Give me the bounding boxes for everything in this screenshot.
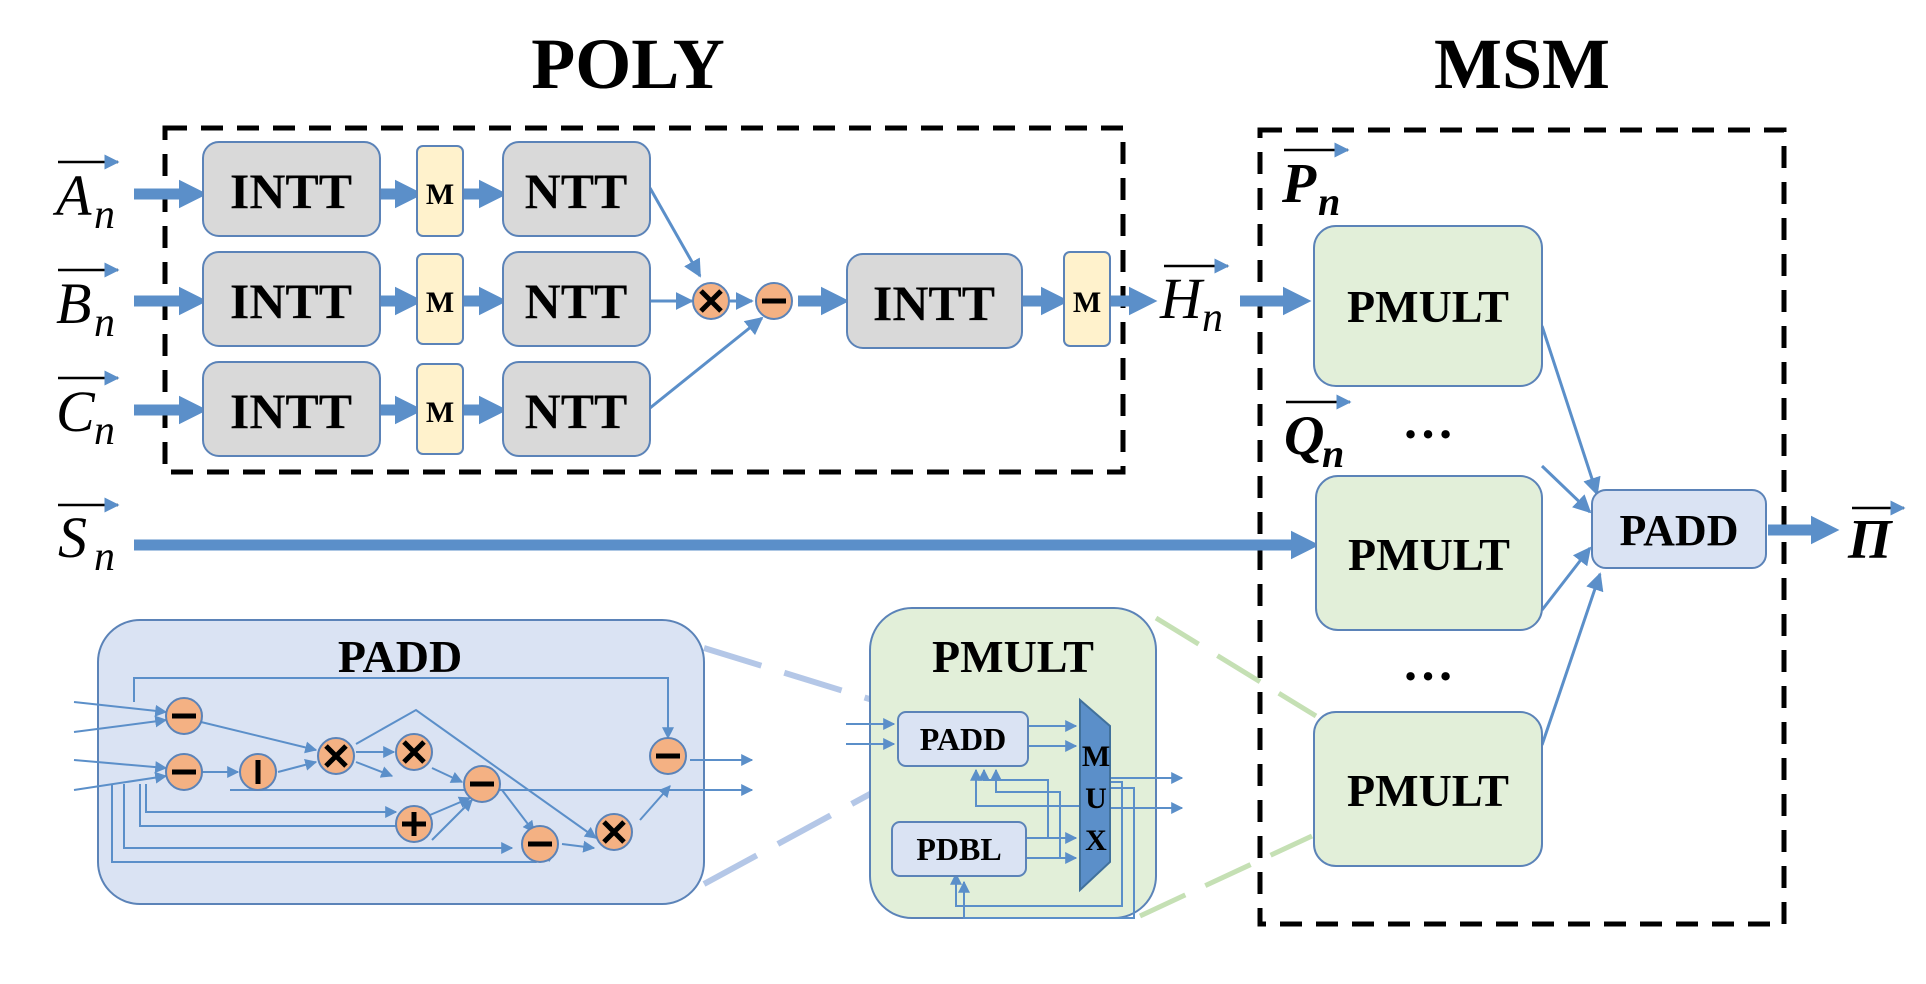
svg-text:U: U <box>1085 782 1107 815</box>
svg-text:A: A <box>52 163 92 228</box>
padd-sub-op-1 <box>165 697 203 735</box>
pmult-block-3: PMULT <box>1313 711 1543 867</box>
pmult-detail-padd: PADD <box>897 711 1029 767</box>
padd-add-op <box>395 805 433 843</box>
h-label: H n <box>1159 258 1230 341</box>
ntt-block-a: NTT <box>502 141 651 237</box>
svg-text:NTT: NTT <box>525 383 628 439</box>
msm-title: MSM <box>1434 24 1610 104</box>
svg-text:S: S <box>58 505 87 570</box>
svg-text:M: M <box>1082 740 1110 773</box>
svg-text:M: M <box>426 178 454 211</box>
pmult-detail-panel: PMULT PADD PDBL M U X <box>846 607 1184 919</box>
multiply-operator <box>692 282 730 320</box>
ellipsis-upper: … <box>1402 393 1454 450</box>
svg-text:INTT: INTT <box>230 163 352 219</box>
mux-block: M U X <box>1079 697 1111 893</box>
padd-mul-op-3 <box>595 813 633 851</box>
p-label: P n <box>1281 142 1350 224</box>
svg-text:n: n <box>94 408 115 454</box>
padd-div-op <box>239 753 277 791</box>
svg-text:Π: Π <box>1847 509 1893 571</box>
svg-text:INTT: INTT <box>873 275 995 331</box>
svg-text:PADD: PADD <box>1620 506 1739 555</box>
input-s-label: S n <box>58 497 120 580</box>
svg-text:INTT: INTT <box>230 383 352 439</box>
svg-text:PMULT: PMULT <box>1347 281 1509 332</box>
svg-text:n: n <box>94 192 115 238</box>
padd-sub-op-3 <box>463 765 501 803</box>
output-pi-label: Π <box>1847 500 1906 571</box>
svg-text:n: n <box>1322 431 1344 476</box>
padd-mul-op-1 <box>317 737 355 775</box>
pmult-block-1: PMULT <box>1313 225 1543 387</box>
q-label: Q n <box>1284 394 1352 476</box>
svg-text:M: M <box>426 396 454 429</box>
svg-text:n: n <box>94 534 115 580</box>
m-block-c: M <box>416 363 464 455</box>
svg-text:n: n <box>94 300 115 346</box>
svg-text:INTT: INTT <box>230 273 352 329</box>
svg-text:H: H <box>1159 266 1205 331</box>
padd-detail-title: PADD <box>338 631 462 682</box>
svg-text:PADD: PADD <box>920 721 1007 757</box>
input-c-label: C n <box>56 370 120 454</box>
svg-text:B: B <box>56 271 91 336</box>
padd-mul-op-2 <box>395 733 433 771</box>
padd-sub-op-5 <box>649 737 687 775</box>
svg-text:M: M <box>426 286 454 319</box>
pmult-block-2: PMULT <box>1315 475 1543 631</box>
m-block-b: M <box>416 253 464 345</box>
svg-text:PMULT: PMULT <box>1348 529 1510 580</box>
svg-text:n: n <box>1202 295 1223 341</box>
svg-text:NTT: NTT <box>525 273 628 329</box>
intt-block-a: INTT <box>202 141 381 237</box>
ntt-block-c: NTT <box>502 361 651 457</box>
poly-title: POLY <box>531 24 724 104</box>
poly-arrows <box>134 179 1840 560</box>
svg-text:PDBL: PDBL <box>916 831 1001 867</box>
padd-sub-op-2 <box>165 753 203 791</box>
pmult-detail-title: PMULT <box>932 631 1094 682</box>
pmult-detail-pdbl: PDBL <box>891 821 1027 877</box>
intt-block-b: INTT <box>202 251 381 347</box>
svg-text:PMULT: PMULT <box>1347 765 1509 816</box>
svg-text:P: P <box>1281 153 1317 215</box>
ellipsis-lower: … <box>1402 635 1454 692</box>
intt-block-c: INTT <box>202 361 381 457</box>
intt-block-final: INTT <box>846 253 1023 349</box>
svg-text:Q: Q <box>1284 405 1324 467</box>
poly-op-arrows <box>648 187 764 410</box>
svg-text:n: n <box>1318 179 1340 224</box>
subtract-operator <box>755 282 793 320</box>
input-b-label: B n <box>56 262 120 346</box>
ntt-block-b: NTT <box>502 251 651 347</box>
svg-text:X: X <box>1085 824 1107 857</box>
svg-text:C: C <box>56 379 96 444</box>
m-block-final: M <box>1063 251 1111 347</box>
m-block-a: M <box>416 145 464 237</box>
svg-text:NTT: NTT <box>525 163 628 219</box>
padd-sub-op-4 <box>521 825 559 863</box>
input-a-label: A n <box>52 154 120 238</box>
svg-text:M: M <box>1073 286 1101 319</box>
padd-detail-panel: PADD <box>73 619 754 905</box>
padd-block-msm: PADD <box>1591 489 1767 569</box>
msm-arrows <box>1540 325 1604 746</box>
